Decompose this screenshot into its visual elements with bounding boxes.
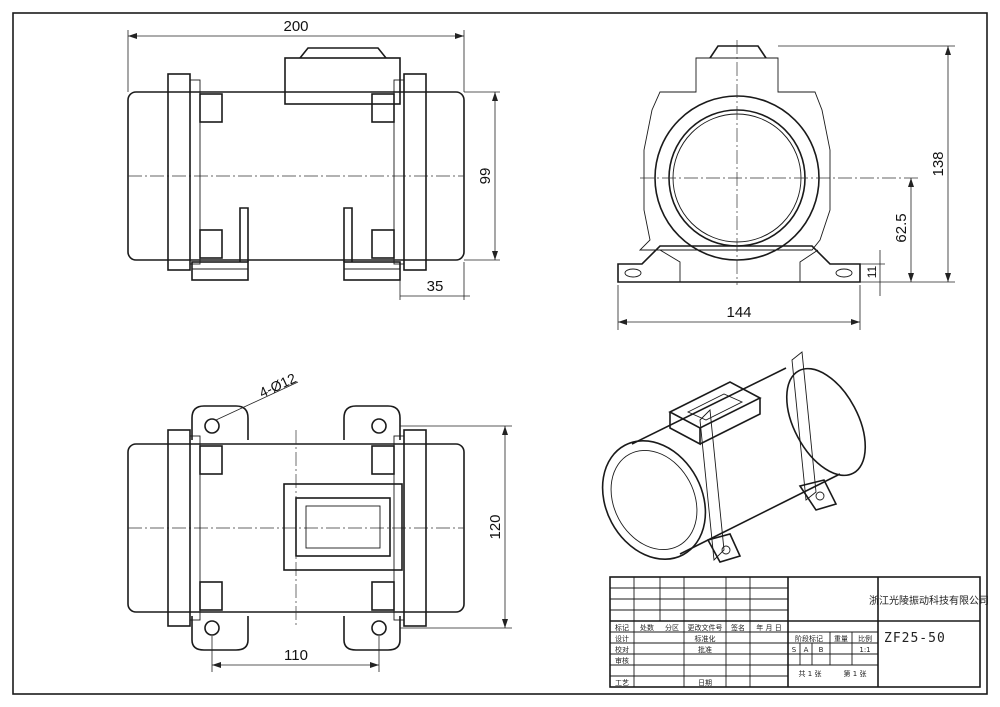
tb-process-check: 审核	[615, 656, 629, 665]
tb-change-doc: 更改文件号	[688, 623, 723, 632]
tb-mark: 标记	[615, 623, 629, 632]
tb-sheet-no: 第 1 张	[844, 669, 867, 678]
dim-side-width: 144	[726, 304, 751, 321]
tb-scale: 比例	[858, 634, 872, 643]
front-view: 200 99 35	[127, 18, 500, 300]
tb-stage-s: S	[792, 646, 797, 654]
dim-hole-spacing: 110	[284, 647, 308, 664]
dim-side-height: 138	[930, 151, 947, 176]
tb-sheets-total: 共 1 张	[799, 669, 822, 678]
tb-date-head: 年 月 日	[756, 623, 781, 632]
top-view: 4-Ø12 120 110	[127, 370, 512, 672]
tb-count: 处数	[640, 623, 654, 632]
dim-side-center-height: 62.5	[893, 213, 910, 242]
tb-design: 设计	[615, 634, 629, 643]
tb-standardize: 标准化	[695, 634, 716, 643]
tb-stage-a: A	[804, 646, 809, 654]
tb-zone: 分区	[665, 623, 679, 632]
tb-stage-mark: 阶段标记	[795, 634, 823, 643]
dim-top-width: 120	[487, 514, 504, 539]
tb-weight: 重量	[834, 635, 848, 643]
tb-approve: 批准	[698, 645, 712, 654]
tb-date: 日期	[698, 679, 712, 687]
isometric-view	[601, 351, 867, 563]
tb-sign: 签名	[731, 623, 745, 632]
dim-hole-spec: 4-Ø12	[257, 370, 299, 401]
company-name: 浙江光陵振动科技有限公司	[869, 594, 989, 607]
title-block: 浙江光陵振动科技有限公司 ZF25-50 标记 处数 分区 更改文件号 签名 年…	[609, 576, 989, 688]
dim-front-length: 200	[283, 18, 308, 35]
dim-side-foot-height: 11	[865, 265, 879, 278]
tb-scale-value: 1:1	[859, 646, 870, 654]
model-number: ZF25-50	[884, 631, 946, 646]
tb-stage-b: B	[819, 646, 824, 654]
side-view: 144 138 62.5 11	[617, 40, 955, 330]
dim-front-height: 99	[477, 168, 494, 185]
tb-check: 校对	[615, 645, 629, 654]
drawing-frame	[12, 12, 988, 695]
dim-front-offset: 35	[427, 278, 444, 295]
tb-craft: 工艺	[615, 679, 629, 687]
